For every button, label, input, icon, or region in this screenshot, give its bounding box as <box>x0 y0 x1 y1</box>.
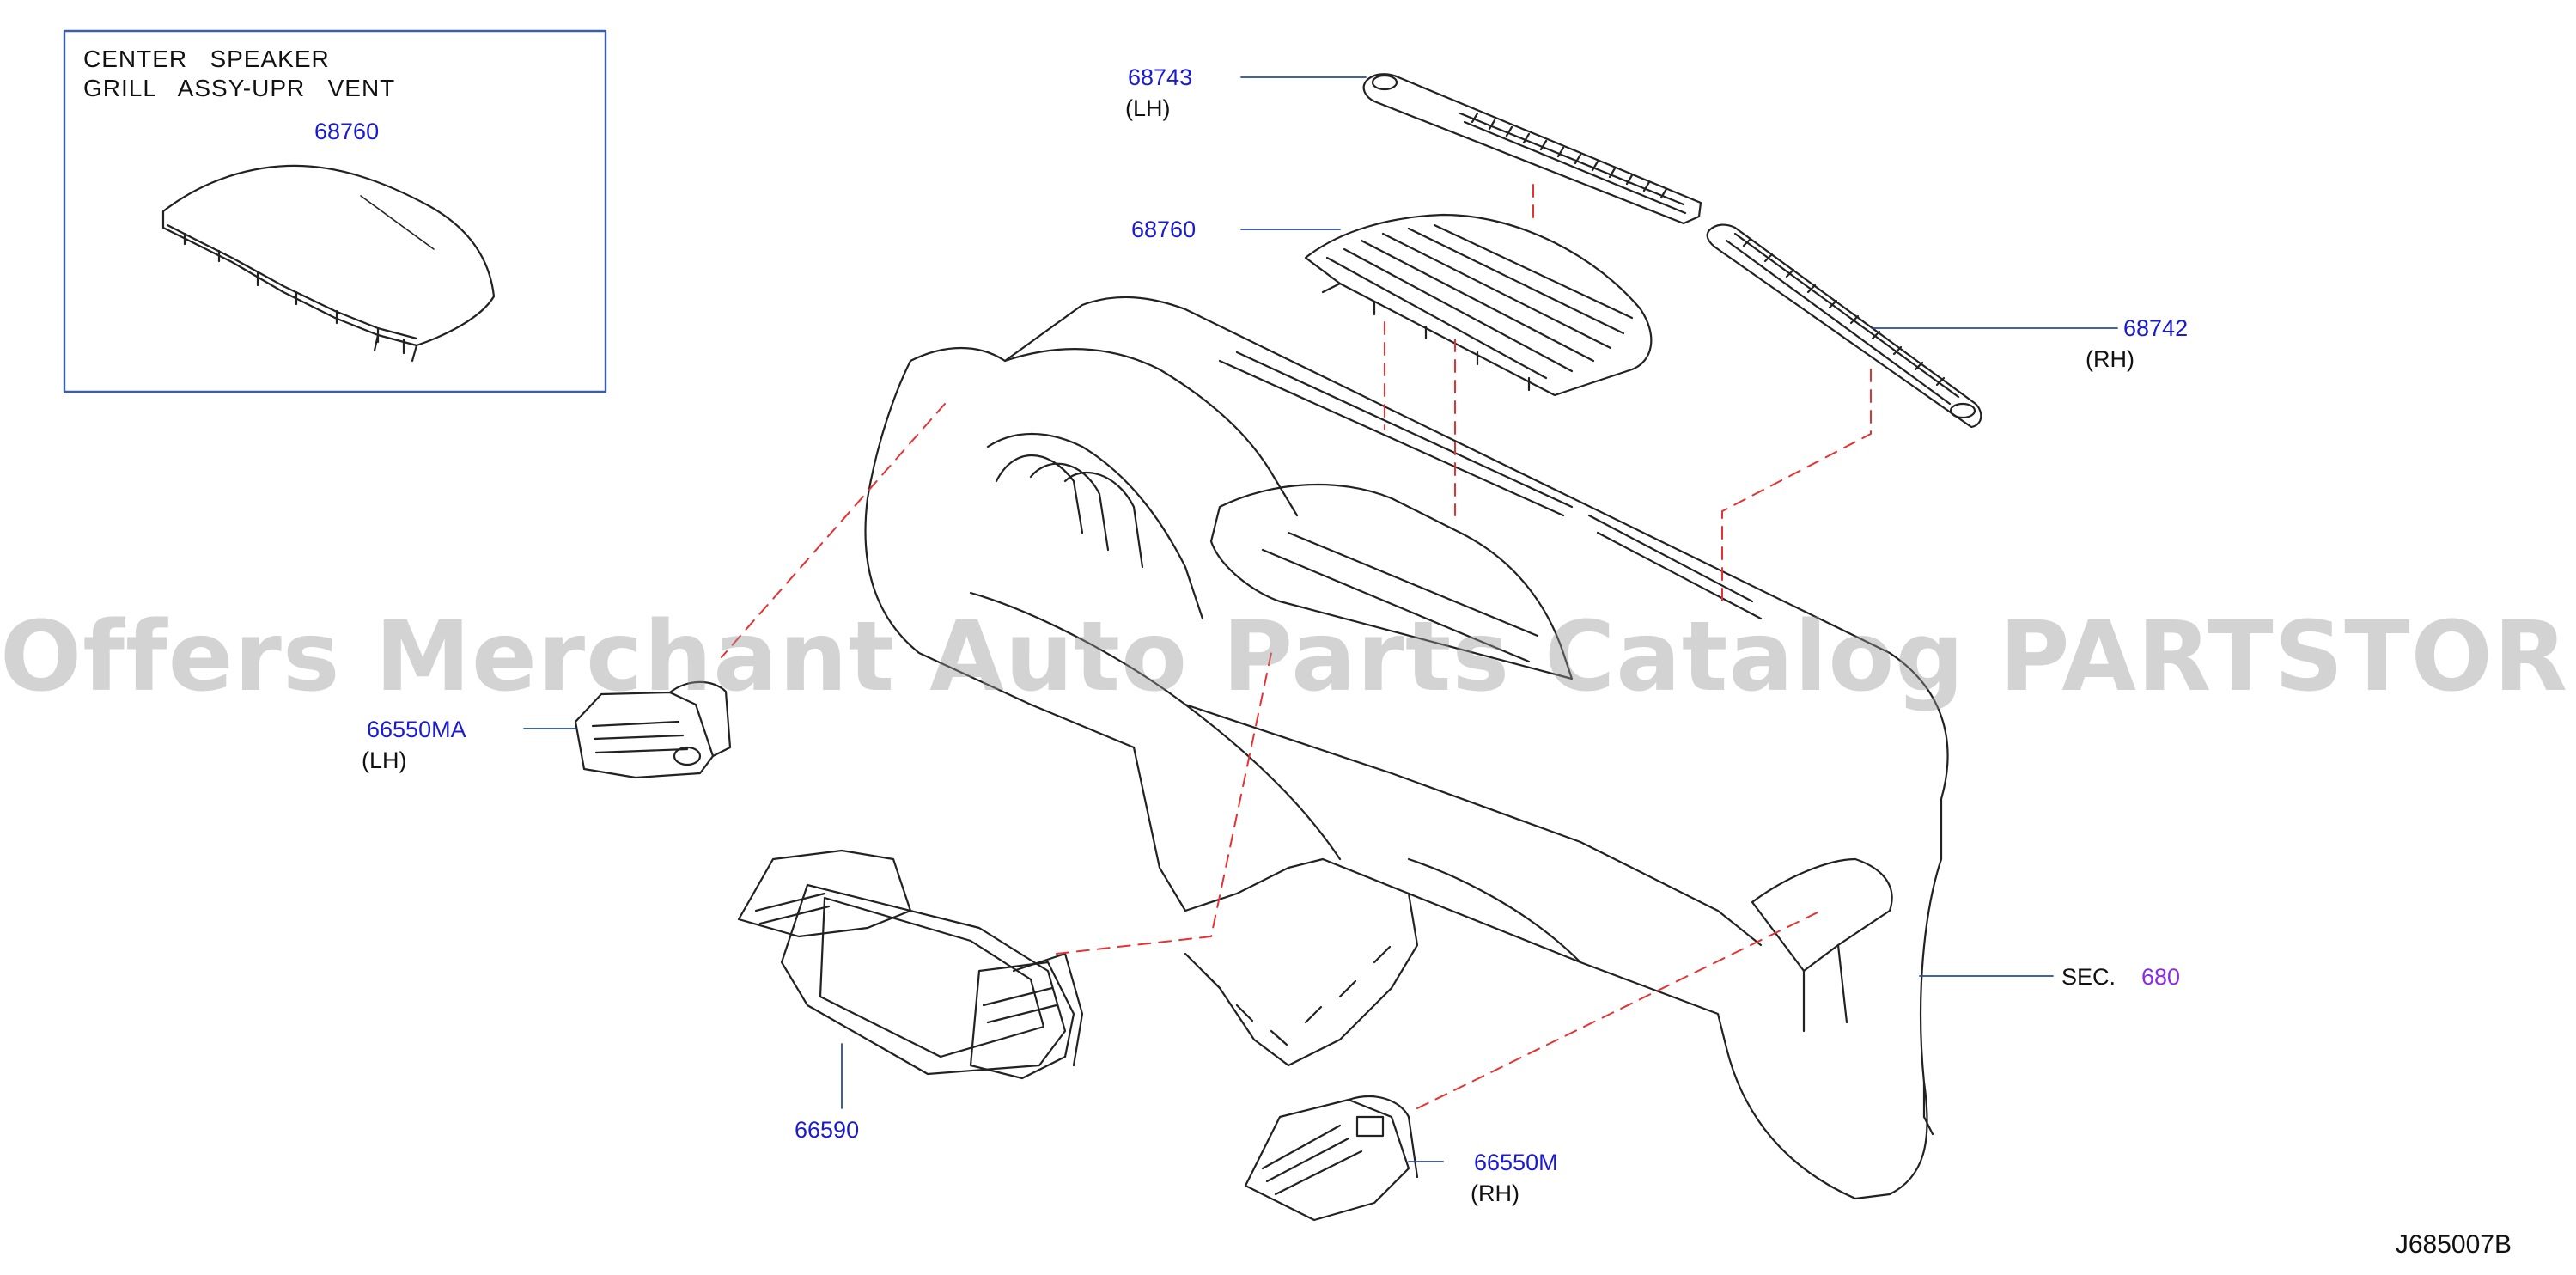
side-label-66550ma: (LH) <box>362 747 407 773</box>
part-number-68743[interactable]: 68743 <box>1128 64 1193 90</box>
part-number-66590[interactable]: 66590 <box>795 1117 860 1143</box>
inset-speaker-grill-drawing <box>161 164 496 363</box>
section-link-680[interactable]: 680 <box>2141 964 2181 990</box>
inset-title-line1: CENTER SPEAKER <box>83 46 330 72</box>
part-number-68742[interactable]: 68742 <box>2123 315 2189 341</box>
inset-title: CENTER SPEAKER GRILL ASSY-UPR VENT <box>83 45 395 103</box>
part-number-68760[interactable]: 68760 <box>1131 217 1197 242</box>
upper-vent-rh-drawing <box>1706 223 1982 429</box>
diagram-code: J685007B <box>2395 1230 2512 1259</box>
upper-vent-lh-drawing <box>1362 73 1702 225</box>
side-vent-lh-drawing <box>574 680 732 779</box>
instrument-panel-drawing <box>864 296 1949 1200</box>
center-speaker-grill-drawing <box>1304 213 1653 397</box>
section-label: SEC. <box>2061 964 2116 990</box>
part-number-66550ma[interactable]: 66550MA <box>367 717 466 742</box>
part-number-66550m[interactable]: 66550M <box>1474 1150 1558 1175</box>
side-label-66550m: (RH) <box>1471 1180 1519 1206</box>
center-vent-cluster-drawing <box>737 849 1084 1080</box>
inset-frame <box>63 29 607 393</box>
inset-title-line2: GRILL ASSY-UPR VENT <box>83 75 396 101</box>
watermark: Offers Merchant Auto Parts Catalog PARTS… <box>0 601 2576 713</box>
side-label-68743: (LH) <box>1125 95 1171 121</box>
side-label-68742: (RH) <box>2086 346 2134 372</box>
side-vent-rh-drawing <box>1244 1095 1419 1222</box>
inset-part-number[interactable]: 68760 <box>314 119 380 144</box>
